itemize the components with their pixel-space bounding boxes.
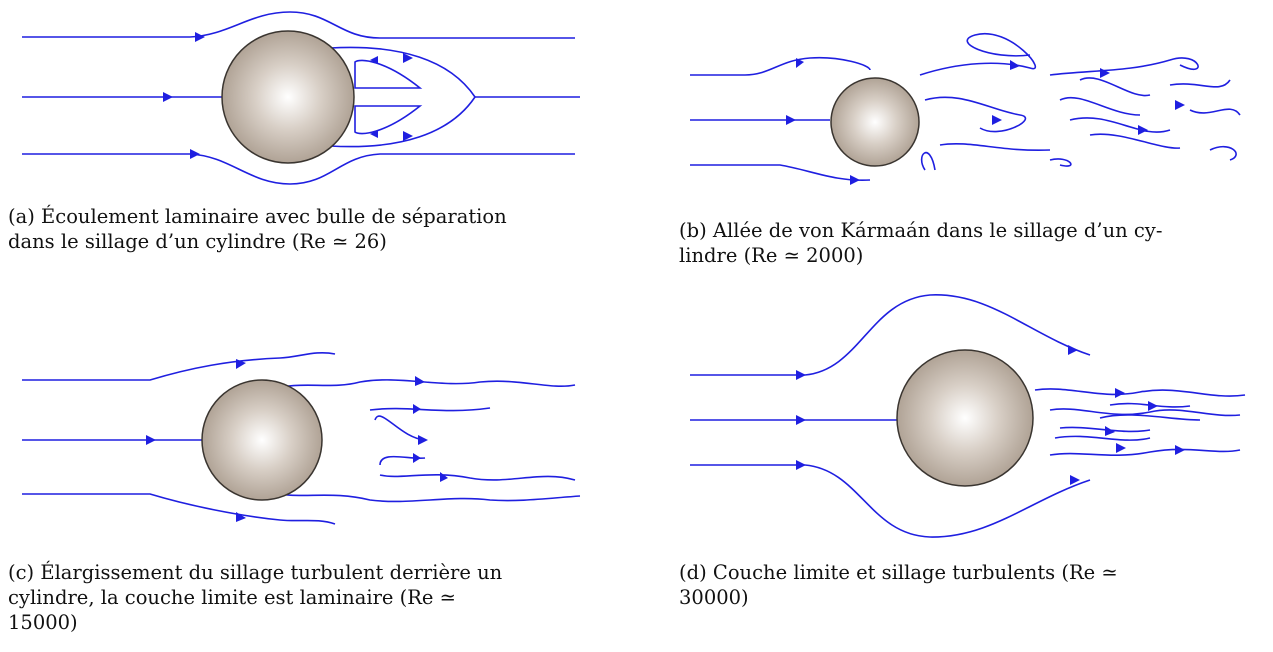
- turbulent-wake: [1034, 388, 1246, 456]
- arrow-icon: [413, 453, 421, 463]
- arrow-icon: [1115, 388, 1125, 398]
- caption-d: (d) Couche limite et sillage turbulents …: [679, 561, 1118, 609]
- streamline-bottom: [690, 164, 871, 182]
- arrow-icon: [418, 435, 428, 445]
- figure-b: [670, 0, 1270, 200]
- arrow-icon: [1068, 345, 1078, 355]
- arrow-icon: [370, 56, 378, 64]
- cylinder-icon: [830, 77, 920, 167]
- arrow-icon: [786, 115, 796, 125]
- streamline-top: [22, 351, 336, 381]
- caption-a: (a) Écoulement laminaire avec bulle de s…: [8, 205, 507, 253]
- arrow-icon: [992, 115, 1002, 125]
- arrow-icon: [1148, 401, 1158, 411]
- streamline-top: [690, 56, 871, 76]
- arrow-icon: [1100, 68, 1110, 78]
- arrow-icon: [440, 472, 448, 482]
- figure-d: [670, 260, 1270, 550]
- arrow-icon: [146, 435, 156, 445]
- wake-outline: [329, 46, 476, 148]
- arrow-icon: [1070, 475, 1080, 485]
- arrow-icon: [1010, 60, 1020, 70]
- arrow-icon: [796, 58, 804, 68]
- arrow-icon: [403, 53, 413, 63]
- separation-bubble-upper: [354, 59, 423, 89]
- arrow-icon: [796, 415, 806, 425]
- arrow-icon: [413, 404, 421, 414]
- separation-bubble-lower: [354, 105, 423, 135]
- arrow-icon: [1138, 125, 1148, 135]
- arrow-icon: [236, 512, 246, 522]
- cylinder-icon: [201, 379, 323, 501]
- streamline-bottom: [690, 464, 1091, 538]
- arrow-icon: [236, 359, 246, 369]
- arrow-icon: [850, 175, 860, 185]
- arrow-icon: [1116, 443, 1126, 453]
- arrow-icon: [796, 370, 806, 380]
- figure-c: [0, 320, 600, 540]
- arrow-icon: [415, 376, 425, 386]
- cylinder-icon: [896, 349, 1034, 487]
- arrow-icon: [403, 131, 413, 141]
- streamline-bottom: [22, 153, 575, 185]
- arrow-icon: [1175, 445, 1185, 455]
- streamline-top: [22, 11, 575, 39]
- streamline-top: [690, 294, 1091, 376]
- arrow-icon: [1105, 426, 1115, 436]
- caption-c: (c) Élargissement du sillage turbulent d…: [8, 561, 503, 634]
- arrow-icon: [195, 32, 205, 42]
- figure-a: [0, 0, 600, 200]
- figure-c-diagram: [22, 351, 581, 525]
- cylinder-icon: [221, 30, 355, 164]
- vortex-street: [919, 32, 1241, 171]
- arrow-icon: [1175, 100, 1185, 110]
- streamline-bottom: [22, 493, 336, 525]
- arrow-icon: [190, 149, 200, 159]
- figure-a-diagram: [22, 11, 580, 185]
- caption-b: (b) Allée de von Kármaán dans le sillage…: [679, 219, 1163, 267]
- arrow-icon: [796, 460, 806, 470]
- arrow-icon: [163, 92, 173, 102]
- figure-d-diagram: [690, 294, 1246, 538]
- arrow-icon: [370, 130, 378, 138]
- figure-b-diagram: [690, 32, 1241, 185]
